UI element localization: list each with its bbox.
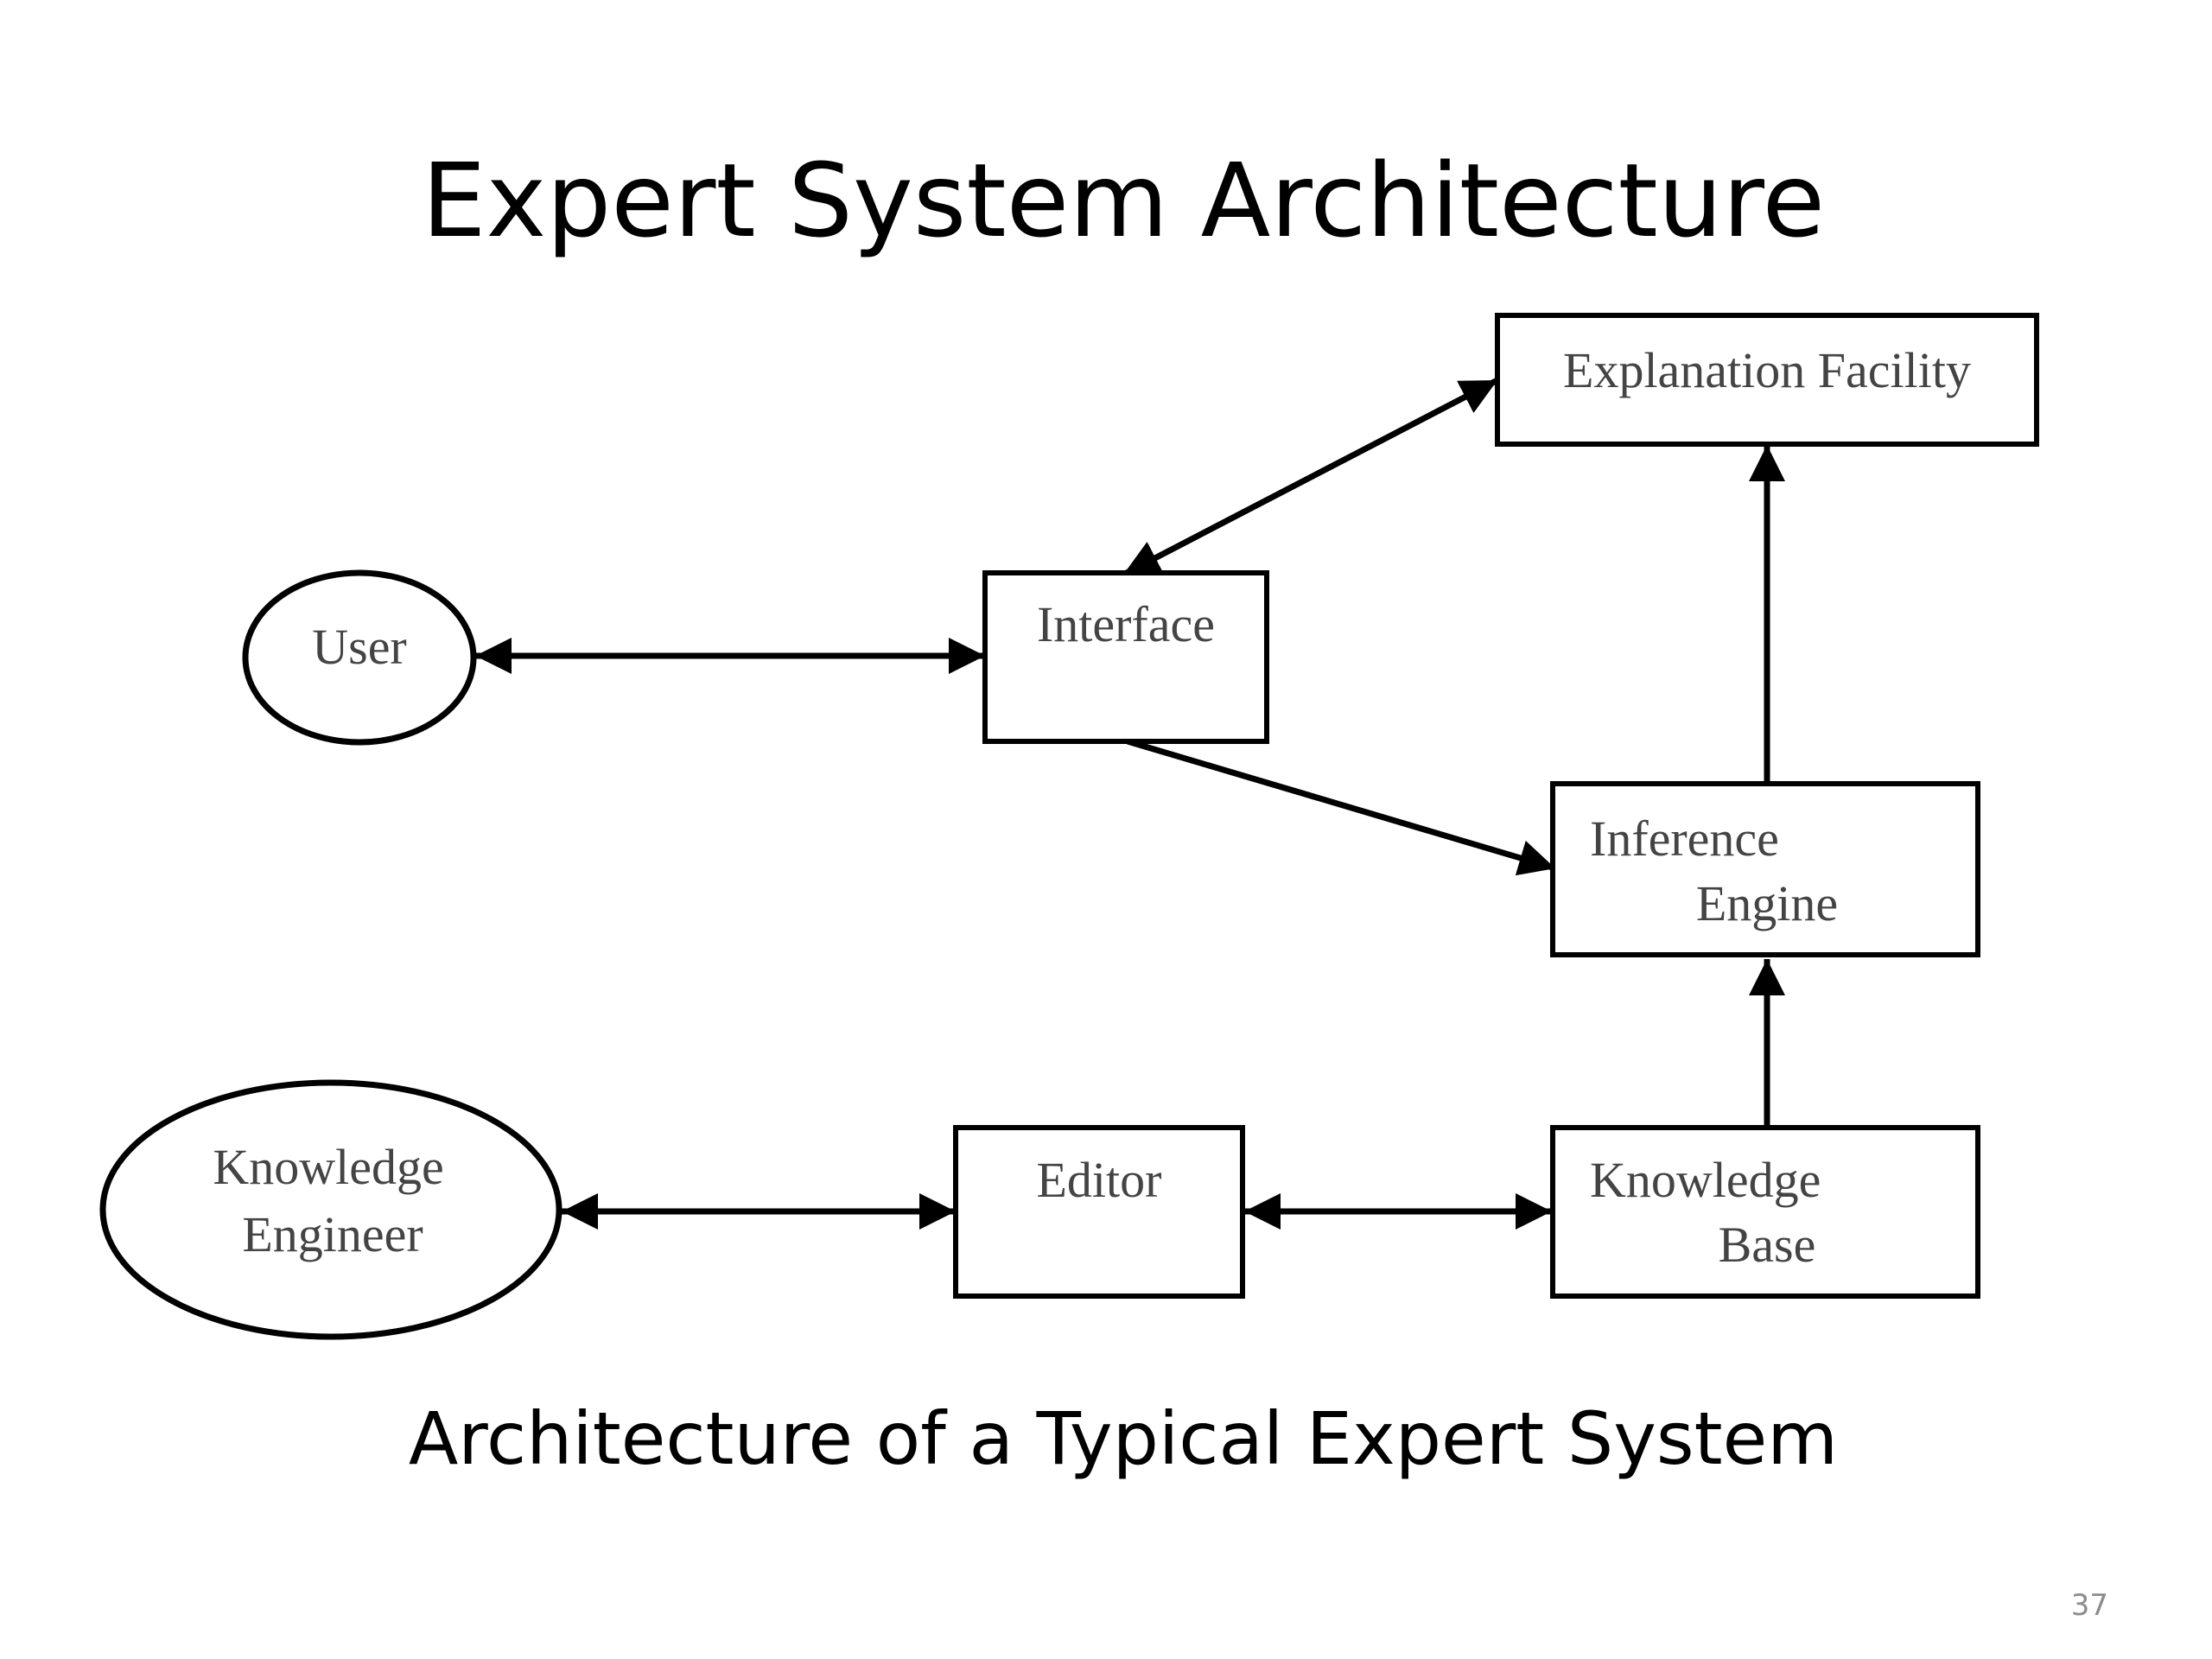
node-editor: Editor xyxy=(953,1125,1245,1299)
node-inference-engine-label-line1: Inference xyxy=(1590,810,1779,867)
edges xyxy=(475,377,1785,1230)
node-user: User xyxy=(242,569,477,746)
node-knowledge-engineer: Knowledge Engineer xyxy=(99,1079,563,1340)
node-knowledge-base-label-line2: Base xyxy=(1719,1217,1816,1273)
edge-interface-inference-engine xyxy=(1127,738,1556,876)
node-explanation-facility: Explanation Facility xyxy=(1495,313,2039,447)
node-editor-label: Editor xyxy=(1037,1152,1162,1208)
node-knowledge-base-label-line1: Knowledge xyxy=(1590,1152,1821,1208)
page-number: 37 xyxy=(2070,1588,2108,1623)
node-knowledge-base: Knowledge Base xyxy=(1550,1125,1980,1299)
diagram-caption: Architecture of a Typical Expert System xyxy=(408,1396,1839,1481)
node-user-label: User xyxy=(312,619,407,675)
edge-interface-explanation-facility xyxy=(1122,377,1499,578)
node-knowledge-engineer-label-line2: Engineer xyxy=(242,1206,423,1262)
node-knowledge-engineer-label-line1: Knowledge xyxy=(213,1139,443,1195)
node-inference-engine: Inference Engine xyxy=(1550,781,1980,957)
node-inference-engine-label-line2: Engine xyxy=(1696,875,1838,931)
node-explanation-facility-label: Explanation Facility xyxy=(1563,342,1971,398)
slide-title: Expert System Architecture xyxy=(421,141,1826,260)
node-interface-label: Interface xyxy=(1037,596,1215,652)
node-interface: Interface xyxy=(982,570,1269,744)
